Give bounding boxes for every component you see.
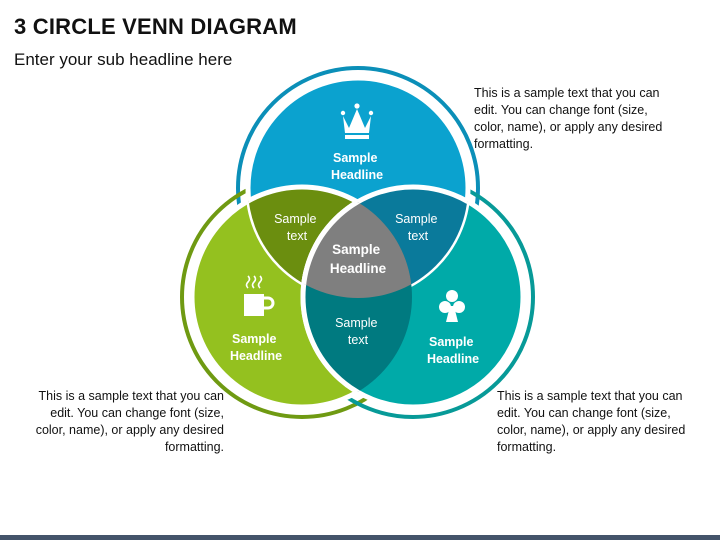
svg-text:Sample Headline: Sample Headline (427, 335, 479, 366)
description-left: This is a sample text that you can edit.… (35, 389, 224, 454)
description-top: This is a sample text that you can edit.… (474, 86, 663, 151)
overlap-left-top-line1: Sample (274, 212, 316, 226)
club-icon (439, 290, 465, 322)
description-right: This is a sample text that you can edit.… (497, 389, 686, 454)
page-title: 3 CIRCLE VENN DIAGRAM (14, 14, 297, 39)
top-headline-line2: Headline (331, 168, 383, 182)
top-headline-line1: Sample (333, 151, 378, 165)
left-headline-line1: Sample (232, 332, 277, 346)
svg-text:Sample Headline: Sample Headline (331, 151, 383, 182)
overlap-top-right-line1: Sample (395, 212, 437, 226)
svg-text:Sample text: Sample text (274, 212, 320, 243)
svg-text:Sample Headline: Sample Headline (330, 242, 387, 276)
bottom-bar (0, 535, 720, 540)
overlap-top-right-line2: text (408, 229, 429, 243)
right-headline-line2: Headline (427, 352, 479, 366)
left-headline-line2: Headline (230, 349, 282, 363)
svg-text:Sample Headline: Sample Headline (230, 332, 282, 363)
crown-icon (340, 103, 374, 139)
center-headline-line2: Headline (330, 261, 387, 276)
coffee-mug-icon (244, 275, 275, 316)
overlap-left-right-line1: Sample (335, 316, 377, 330)
svg-text:Sample text: Sample text (335, 316, 381, 347)
center-headline-line1: Sample (332, 242, 381, 257)
overlap-left-right-line2: text (348, 333, 369, 347)
overlap-left-top-line2: text (287, 229, 308, 243)
right-headline-line1: Sample (429, 335, 474, 349)
page-subtitle: Enter your sub headline here (14, 50, 233, 69)
svg-text:Sample text: Sample text (395, 212, 441, 243)
